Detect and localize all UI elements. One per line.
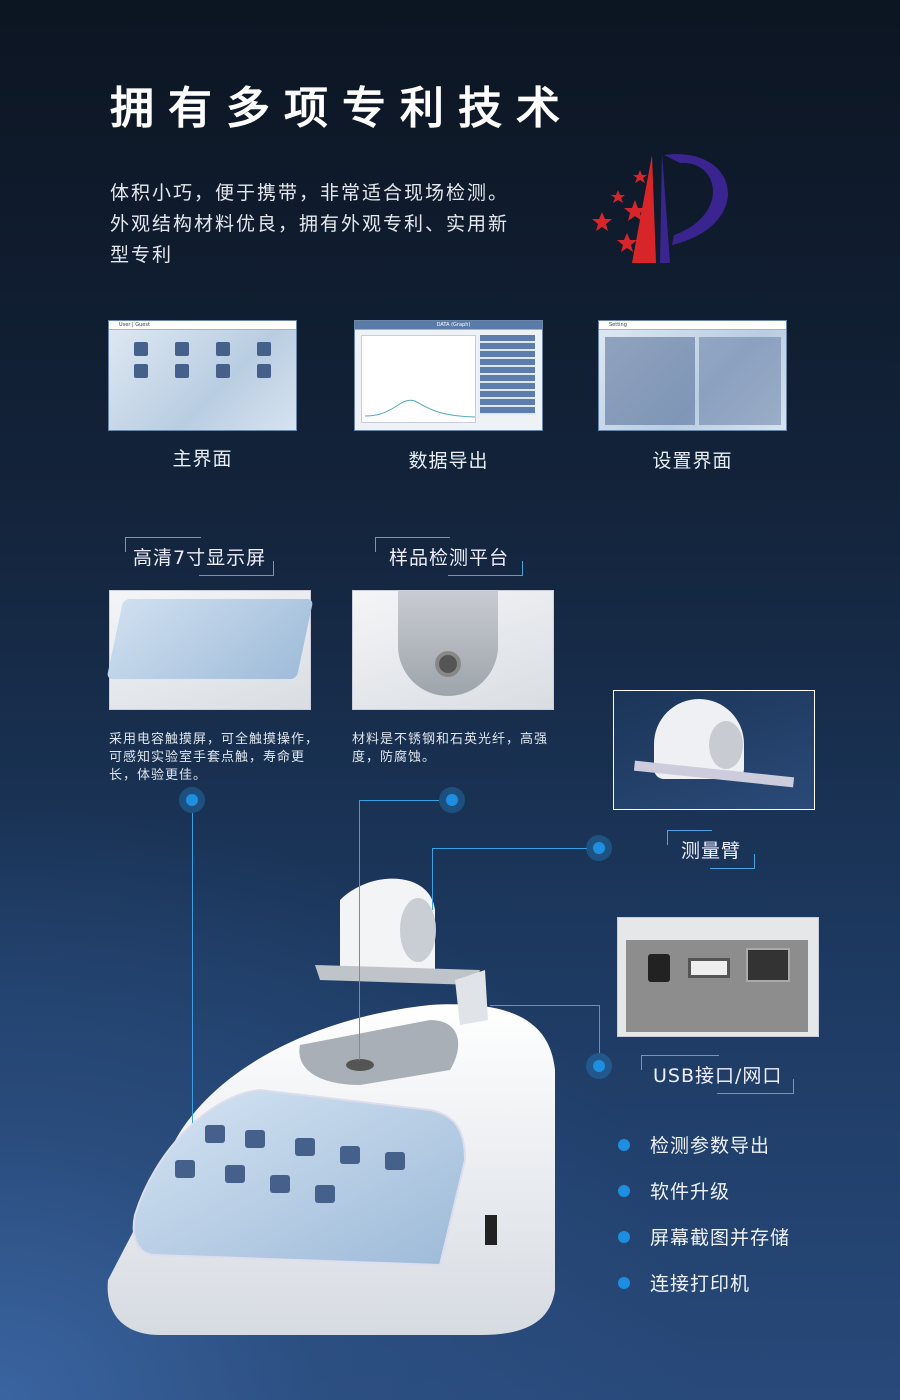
connector-line <box>359 800 360 1060</box>
bullet-dot-icon <box>618 1138 630 1151</box>
arm-photo <box>613 690 815 810</box>
connector-line <box>359 800 439 801</box>
page-title: 拥有多项专利技术 <box>110 83 574 134</box>
data-export-caption: 数据导出 <box>408 450 489 472</box>
screen-header: DATA (Graph) <box>355 321 542 330</box>
connector-line <box>432 848 587 849</box>
main-screen-thumbnail: User | Guest <box>108 320 297 431</box>
platform-tag: 样品检测平台 <box>375 537 524 576</box>
marker-dot <box>586 835 612 861</box>
intro-text: 体积小巧，便于携带，非常适合现场检测。外观结构材料优良，拥有外观专利、实用新型专… <box>110 182 510 266</box>
bullet-dot-icon <box>618 1276 630 1289</box>
screen-header: Setting <box>599 321 786 330</box>
bullet-item: 屏幕截图并存储 <box>618 1223 790 1250</box>
display-tag: 高清7寸显示屏 <box>125 537 275 576</box>
settings-thumbnail: Setting <box>598 320 787 431</box>
bullet-dot-icon <box>618 1184 630 1197</box>
bullet-item: 软件升级 <box>618 1177 730 1204</box>
device-image <box>107 878 555 1335</box>
ports-photo <box>617 917 819 1037</box>
arm-tag: 测量臂 <box>667 830 756 869</box>
marker-dot <box>439 787 465 813</box>
data-export-thumbnail: DATA (Graph) <box>354 320 543 431</box>
bullet-dot-icon <box>618 1230 630 1243</box>
patent-logo-icon <box>592 153 728 263</box>
screen-header: User | Guest <box>109 321 296 330</box>
connector-line <box>599 1005 600 1053</box>
display-photo <box>106 590 314 710</box>
main-screen-caption: 主界面 <box>172 448 233 470</box>
connector-line <box>192 813 193 1123</box>
platform-photo <box>352 590 554 710</box>
connector-line <box>432 848 433 910</box>
marker-dot <box>179 787 205 813</box>
settings-caption: 设置界面 <box>652 450 733 472</box>
bullet-item: 检测参数导出 <box>618 1131 770 1158</box>
bullet-item: 连接打印机 <box>618 1269 750 1296</box>
platform-desc: 材料是不锈钢和石英光纤，高强度，防腐蚀。 <box>352 732 549 765</box>
connector-line <box>490 1005 599 1006</box>
ports-tag: USB接口/网口 <box>641 1055 795 1094</box>
marker-dot <box>586 1053 612 1079</box>
display-desc: 采用电容触摸屏，可全触摸操作，可感知实验室手套点触，寿命更长，体验更佳。 <box>109 732 320 783</box>
